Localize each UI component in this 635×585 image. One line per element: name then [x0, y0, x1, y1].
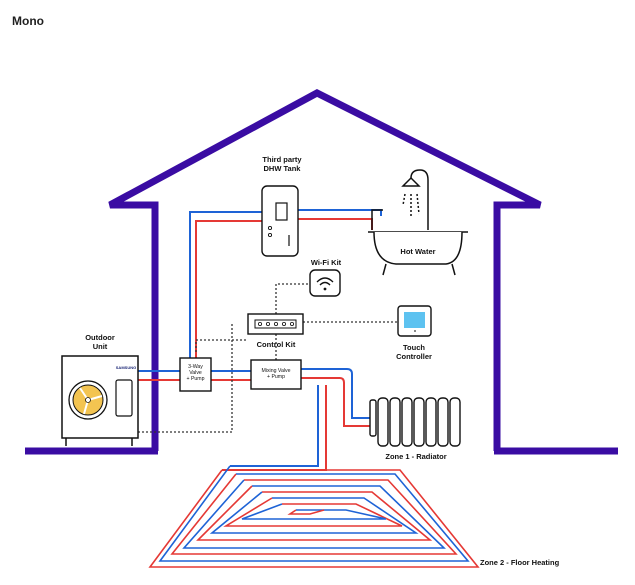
outdoor-unit-label-line1: Outdoor — [85, 333, 115, 342]
radiator-icon — [369, 397, 461, 447]
outdoor-unit-label: Outdoor Unit — [70, 333, 130, 351]
brand-logo: SAMSUNG — [115, 365, 137, 370]
pipes-main — [138, 370, 251, 381]
three-way-valve-label-line1: 3-Way — [188, 364, 203, 370]
signal-wires — [138, 283, 398, 433]
three-way-valve — [179, 357, 212, 392]
pipes-floor-feed — [222, 385, 327, 471]
three-way-valve-label-line2: Valve — [189, 370, 202, 376]
floor-heating-coil — [148, 465, 480, 568]
wifi-kit-label: Wi-Fi Kit — [310, 258, 342, 267]
outdoor-unit — [61, 355, 139, 446]
touch-controller — [397, 305, 432, 337]
three-way-valve-label: 3-Way Valve + Pump — [180, 364, 211, 382]
control-kit — [247, 313, 304, 335]
touch-controller-label-line1: Touch — [403, 343, 425, 352]
page-title: Mono — [12, 14, 44, 28]
mixing-valve-label: Mixing Valve + Pump — [251, 368, 301, 380]
mixing-valve-label-line2: + Pump — [266, 374, 286, 380]
bathtub-icon — [368, 169, 468, 276]
touch-controller-label: Touch Controller — [384, 343, 444, 361]
house-outline — [25, 89, 618, 455]
outdoor-unit-label-line2: Unit — [92, 342, 108, 351]
wifi-kit — [309, 269, 341, 297]
mixing-valve — [250, 359, 302, 390]
control-kit-label: Control Kit — [256, 340, 296, 349]
dhw-tank-label-line2: DHW Tank — [263, 164, 301, 173]
zone2-label: Zone 2 - Floor Heating — [480, 558, 560, 567]
zone1-label: Zone 1 - Radiator — [385, 452, 447, 461]
dhw-tank-label: Third party DHW Tank — [252, 155, 312, 173]
dhw-tank — [261, 185, 299, 257]
mixing-valve-label-line1: Mixing Valve — [261, 368, 291, 374]
dhw-tank-label-line1: Third party — [262, 155, 302, 164]
touch-controller-label-line2: Controller — [396, 352, 432, 361]
pipes-radiator — [301, 368, 372, 427]
three-way-valve-label-line3: + Pump — [186, 376, 205, 382]
hot-water-label: Hot Water — [400, 247, 436, 256]
